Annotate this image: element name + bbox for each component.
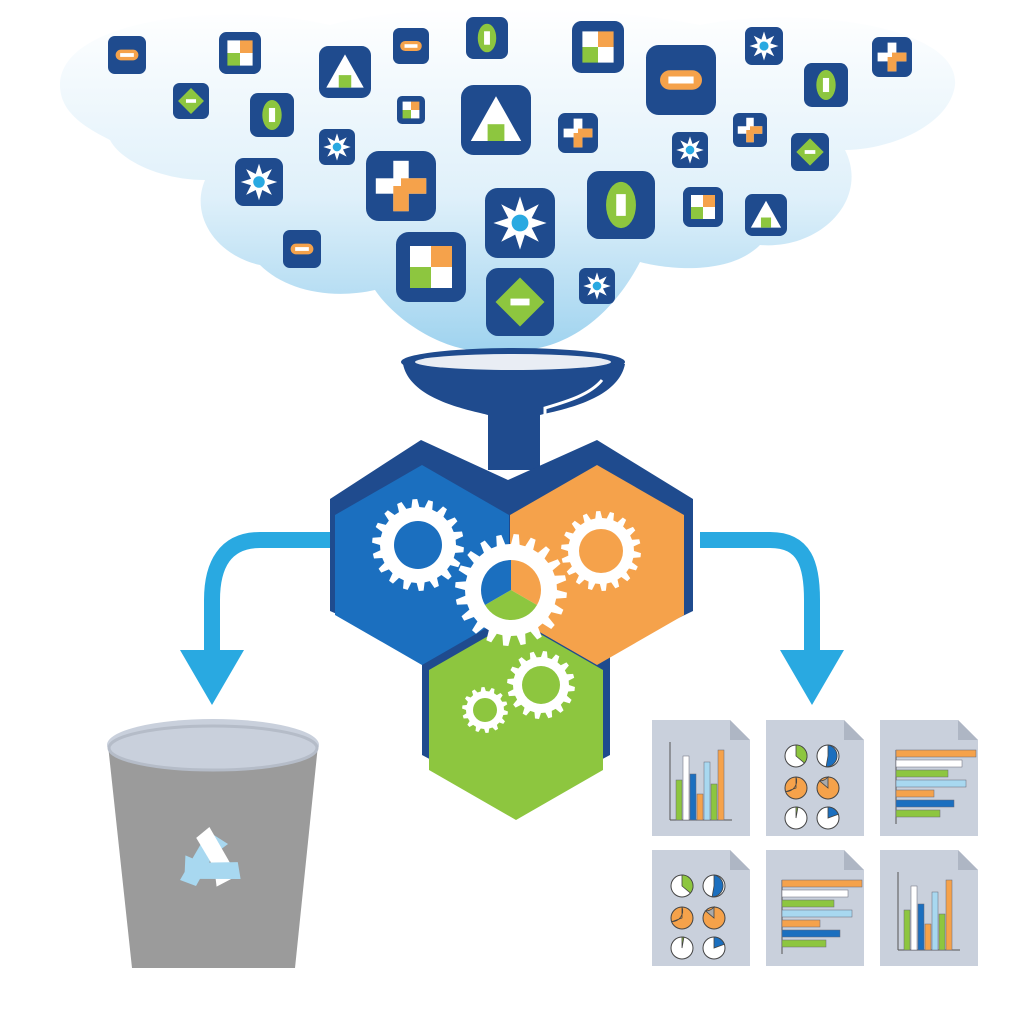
bin-rim <box>107 724 319 772</box>
gear-icon <box>372 499 464 591</box>
gear-icon <box>561 511 641 591</box>
bar-chart-document <box>652 720 750 836</box>
plus-icon <box>733 113 767 147</box>
star-icon <box>579 268 615 304</box>
arrow-down-icon <box>780 650 844 705</box>
hbar-chart-document <box>880 720 978 836</box>
data-icons <box>108 17 912 336</box>
plus-icon <box>558 113 598 153</box>
bin-lid <box>107 719 319 771</box>
gears <box>372 499 641 733</box>
pill-icon <box>108 36 146 74</box>
pie-grid-document <box>652 850 750 966</box>
recycle-icon <box>180 827 241 887</box>
oval-icon <box>804 63 848 107</box>
star-icon <box>235 158 283 206</box>
star-icon <box>319 129 355 165</box>
data-cloud <box>60 8 956 352</box>
triangle-icon <box>461 85 531 155</box>
triangle-icon <box>745 194 787 236</box>
recycle-arrow-icon <box>184 855 241 882</box>
funnel-cone <box>403 364 625 470</box>
pill-icon <box>393 28 429 64</box>
gear-hexagon-cluster <box>330 440 693 820</box>
triangle-icon <box>319 46 371 98</box>
output-arrow <box>700 532 844 705</box>
checker-icon <box>397 96 425 124</box>
diamond-icon <box>173 83 209 119</box>
gear-icon <box>507 651 575 719</box>
star-icon <box>672 132 708 168</box>
funnel-highlight <box>543 379 604 460</box>
plus-icon <box>872 37 912 77</box>
recycle-bin <box>107 719 319 968</box>
oval-icon <box>466 17 508 59</box>
funnel <box>401 348 625 470</box>
report-documents <box>652 720 978 966</box>
checker-icon <box>572 21 624 73</box>
gear-icon <box>462 687 508 733</box>
star-icon <box>745 27 783 65</box>
pie-grid-document <box>766 720 864 836</box>
checker-icon <box>219 32 261 74</box>
discard-arrow <box>180 532 330 705</box>
checker-icon <box>683 187 723 227</box>
hbar-chart-document <box>766 850 864 966</box>
plus-icon <box>366 151 436 221</box>
pill-icon <box>283 230 321 268</box>
pill-icon <box>646 45 716 115</box>
gear-icon <box>455 534 567 646</box>
arrow-down-icon <box>180 650 244 705</box>
bar-chart-document <box>880 850 978 966</box>
oval-icon <box>587 171 655 239</box>
oval-icon <box>250 93 294 137</box>
checker-icon <box>396 232 466 302</box>
diamond-icon <box>486 268 554 336</box>
diamond-icon <box>791 133 829 171</box>
star-icon <box>485 188 555 258</box>
funnel-opening <box>415 354 611 370</box>
